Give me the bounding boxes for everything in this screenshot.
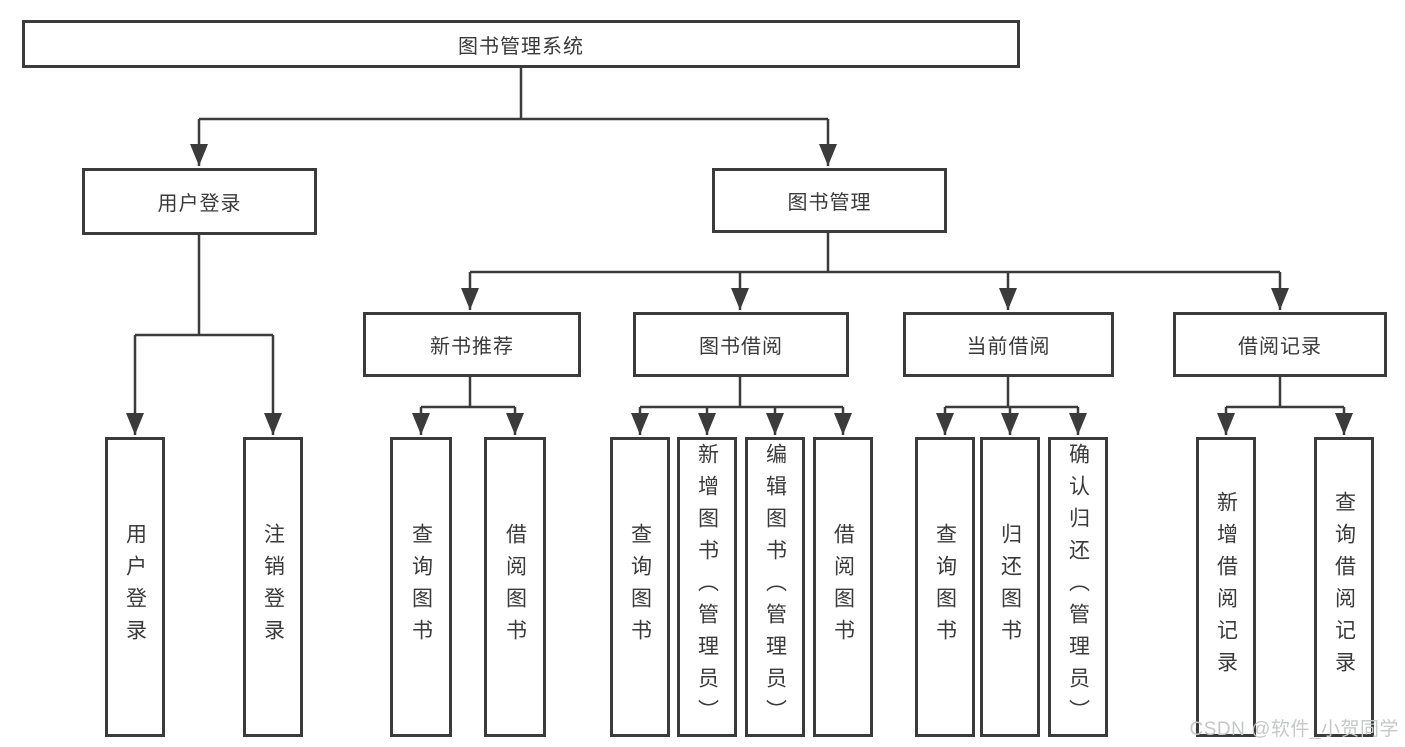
- leaf-borrow-books-label: 借阅图书: [831, 523, 855, 651]
- leaf-query-books-borrow-label: 查询图书: [628, 523, 652, 651]
- leaf-borrow-books-recommend-label: 借阅图书: [503, 523, 527, 651]
- leaf-add-book-admin-label: 新增图书（管理员）: [695, 443, 719, 731]
- leaf-edit-book-admin-label: 编辑图书（管理员）: [763, 443, 787, 731]
- node-borrowing-records: 借阅记录: [1173, 312, 1387, 377]
- node-library-system-label: 图书管理系统: [458, 35, 584, 58]
- leaf-edit-book-admin: 编辑图书（管理员）: [745, 437, 805, 737]
- csdn-watermark: CSDN @软件_小贺同学: [1189, 719, 1399, 740]
- leaf-return-books: 归还图书: [980, 437, 1040, 737]
- leaf-query-books-recommend: 查询图书: [390, 437, 452, 737]
- leaf-borrow-books: 借阅图书: [813, 437, 873, 737]
- leaf-query-borrow-record-label: 查询借阅记录: [1332, 491, 1356, 683]
- node-user-login-label: 用户登录: [157, 193, 242, 215]
- node-book-borrowing-label: 图书借阅: [699, 336, 783, 358]
- leaf-query-books-borrow: 查询图书: [610, 437, 670, 737]
- leaf-add-book-admin: 新增图书（管理员）: [677, 437, 737, 737]
- leaf-query-borrow-record: 查询借阅记录: [1314, 437, 1374, 737]
- node-book-management-label: 图书管理: [787, 192, 872, 214]
- leaf-add-borrow-record-label: 新增借阅记录: [1214, 491, 1238, 683]
- node-book-borrowing: 图书借阅: [633, 312, 849, 377]
- node-borrowing-records-label: 借阅记录: [1238, 336, 1322, 358]
- leaf-confirm-return-admin-label: 确认归还（管理员）: [1066, 443, 1090, 731]
- node-new-book-recommend-label: 新书推荐: [430, 336, 514, 358]
- node-current-borrowing-label: 当前借阅: [966, 336, 1051, 358]
- leaf-user-login-label: 用户登录: [123, 523, 147, 651]
- node-new-book-recommend: 新书推荐: [363, 312, 581, 377]
- leaf-borrow-books-recommend: 借阅图书: [484, 437, 546, 737]
- leaf-return-books-label: 归还图书: [998, 523, 1022, 651]
- leaf-logout: 注销登录: [243, 437, 303, 737]
- leaf-query-books-recommend-label: 查询图书: [409, 523, 433, 651]
- leaf-add-borrow-record: 新增借阅记录: [1196, 437, 1256, 737]
- leaf-user-login: 用户登录: [105, 437, 165, 737]
- node-book-management: 图书管理: [712, 168, 947, 233]
- leaf-query-books-current-label: 查询图书: [933, 523, 957, 651]
- leaf-confirm-return-admin: 确认归还（管理员）: [1048, 437, 1108, 737]
- node-current-borrowing: 当前借阅: [903, 312, 1114, 377]
- node-library-system: 图书管理系统: [22, 20, 1020, 68]
- node-user-login: 用户登录: [82, 168, 317, 235]
- leaf-query-books-current: 查询图书: [915, 437, 975, 737]
- leaf-logout-label: 注销登录: [261, 523, 285, 651]
